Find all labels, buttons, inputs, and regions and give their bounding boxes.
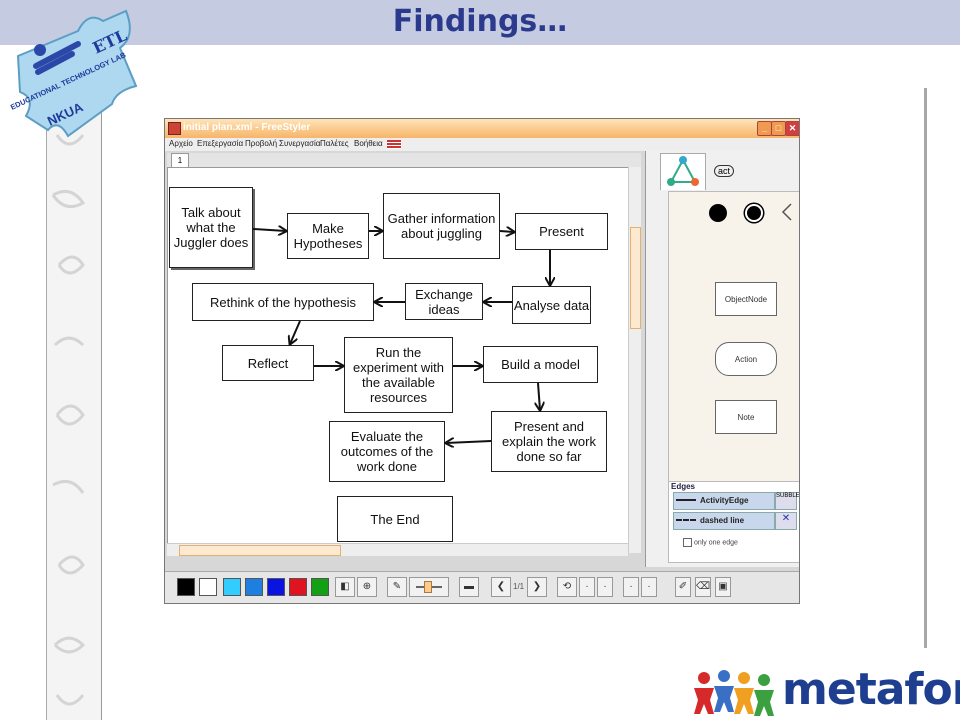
edge-activityedge[interactable]: ActivityEdge	[673, 492, 775, 510]
decision-node-icon[interactable]	[781, 203, 795, 221]
edges-panel: Edges ActivityEdge SUBBLE dashed line ✕ …	[668, 481, 800, 563]
edge-cross-icon[interactable]: ✕	[775, 512, 797, 530]
palette-note[interactable]: Note	[715, 400, 777, 434]
palette-items-panel: ObjectNode Action Note	[668, 191, 799, 483]
window-titlebar[interactable]: initial plan.xml - FreeStyler _ □ ✕	[165, 119, 799, 138]
menu-edit[interactable]: Επεξεργασία	[197, 139, 244, 148]
flag-icon[interactable]	[387, 140, 401, 149]
dot-large-icon[interactable]: ·	[623, 577, 639, 597]
edge-dashed-label: dashed line	[700, 516, 745, 525]
menu-collaboration[interactable]: Συνεργασία	[279, 139, 321, 148]
palette-tab-graph[interactable]	[660, 153, 706, 190]
color-white-swatch[interactable]	[199, 578, 217, 596]
pen-size-slider[interactable]	[409, 577, 449, 597]
activity-palette: act ObjectNode Action Note Edges Activit…	[645, 151, 800, 567]
palette-action[interactable]: Action	[715, 342, 777, 376]
only-one-edge-option[interactable]: only one edge	[683, 538, 738, 547]
edges-title: Edges	[671, 482, 696, 491]
edge-activityedge-label: ActivityEdge	[700, 496, 749, 505]
node-build-model[interactable]: Build a model	[483, 346, 598, 383]
node-present-explain[interactable]: Present and explain the work done so far	[491, 411, 607, 472]
dot-xlarge-icon[interactable]: ·	[641, 577, 657, 597]
only-one-edge-label: only one edge	[693, 539, 738, 547]
metafora-figures-icon	[694, 670, 774, 716]
close-icon[interactable]: ✕	[785, 121, 799, 136]
tab-1[interactable]: 1	[171, 153, 189, 168]
etl-logo: ETL EDUCATIONAL TECHNOLOGY LAB NKUA	[8, 6, 158, 146]
node-run-experiment[interactable]: Run the experiment with the available re…	[344, 337, 453, 413]
fill-bucket-icon[interactable]: ◧	[335, 577, 355, 597]
horizontal-scroll-thumb[interactable]	[179, 545, 341, 556]
color-cyan-swatch[interactable]	[223, 578, 241, 596]
add-shape-icon[interactable]: ⊕	[357, 577, 377, 597]
horizontal-scrollbar[interactable]	[167, 543, 628, 556]
app-icon	[168, 122, 181, 135]
slide-title-bar	[0, 0, 960, 45]
tab-row: 1	[167, 153, 641, 168]
reset-icon[interactable]: ⟲	[557, 577, 577, 597]
palette-objectnode[interactable]: ObjectNode	[715, 282, 777, 316]
color-blue-swatch[interactable]	[245, 578, 263, 596]
next-page-icon[interactable]: ❯	[527, 577, 547, 597]
node-evaluate[interactable]: Evaluate the outcomes of the work done	[329, 421, 445, 482]
menu-help[interactable]: Βοήθεια	[354, 139, 383, 148]
drawing-toolbar: ◧ ⊕ ✎ ▬ ❮ 1/1 ❯ ⟲ · · · · ✐ ⌫ ▣	[165, 571, 799, 603]
node-make-hypotheses[interactable]: Make Hypotheses	[287, 213, 369, 259]
dot-small-icon[interactable]: ·	[579, 577, 595, 597]
slide-title: Findings…	[392, 4, 568, 39]
palette-tab-act[interactable]: act	[710, 161, 738, 181]
color-red-swatch[interactable]	[289, 578, 307, 596]
pen-icon[interactable]: ✎	[387, 577, 407, 597]
node-reflect[interactable]: Reflect	[222, 345, 314, 381]
dot-medium-icon[interactable]: ·	[597, 577, 613, 597]
menu-palettes[interactable]: Παλέτες	[320, 139, 349, 148]
color-darkblue-swatch[interactable]	[267, 578, 285, 596]
window-title: initial plan.xml - FreeStyler	[183, 122, 311, 133]
eraser-icon[interactable]: ⌫	[695, 577, 711, 597]
line-width-icon[interactable]: ▬	[459, 577, 479, 597]
node-analyse[interactable]: Analyse data	[512, 286, 591, 324]
node-exchange[interactable]: Exchange ideas	[405, 283, 483, 320]
prev-page-icon[interactable]: ❮	[491, 577, 511, 597]
image-icon[interactable]: ▣	[715, 577, 731, 597]
menu-file[interactable]: Αρχείο	[169, 139, 193, 148]
node-present[interactable]: Present	[515, 213, 608, 250]
node-gather[interactable]: Gather information about juggling	[383, 193, 500, 259]
node-rethink[interactable]: Rethink of the hypothesis	[192, 283, 374, 321]
page-indicator: 1/1	[513, 582, 525, 591]
vertical-scroll-thumb[interactable]	[630, 227, 641, 329]
color-green-swatch[interactable]	[311, 578, 329, 596]
edge-side-button[interactable]: SUBBLE	[775, 492, 800, 510]
only-one-edge-checkbox[interactable]	[683, 538, 692, 547]
act-label: act	[713, 165, 734, 177]
metafora-wordmark: metafora	[782, 664, 960, 715]
vertical-scrollbar[interactable]	[628, 167, 641, 553]
initial-node-icon[interactable]	[709, 204, 727, 222]
node-talk[interactable]: Talk about what the Juggler does	[169, 187, 253, 268]
edge-dashed-line[interactable]: dashed line	[673, 512, 775, 530]
decorative-puzzle-strip	[46, 45, 102, 720]
node-the-end[interactable]: The End	[337, 496, 453, 542]
color-black-swatch[interactable]	[177, 578, 195, 596]
final-node-icon[interactable]	[745, 204, 763, 222]
brush-icon[interactable]: ✐	[675, 577, 691, 597]
edge-side-label: SUBBLE	[776, 493, 800, 499]
metafora-logo	[690, 664, 960, 720]
menu-bar: Αρχείο Επεξεργασία Προβολή Συνεργασία Πα…	[165, 138, 799, 151]
right-divider	[924, 88, 927, 648]
maximize-icon[interactable]: □	[771, 121, 786, 136]
minimize-icon[interactable]: _	[757, 121, 772, 136]
menu-view[interactable]: Προβολή	[245, 139, 278, 148]
